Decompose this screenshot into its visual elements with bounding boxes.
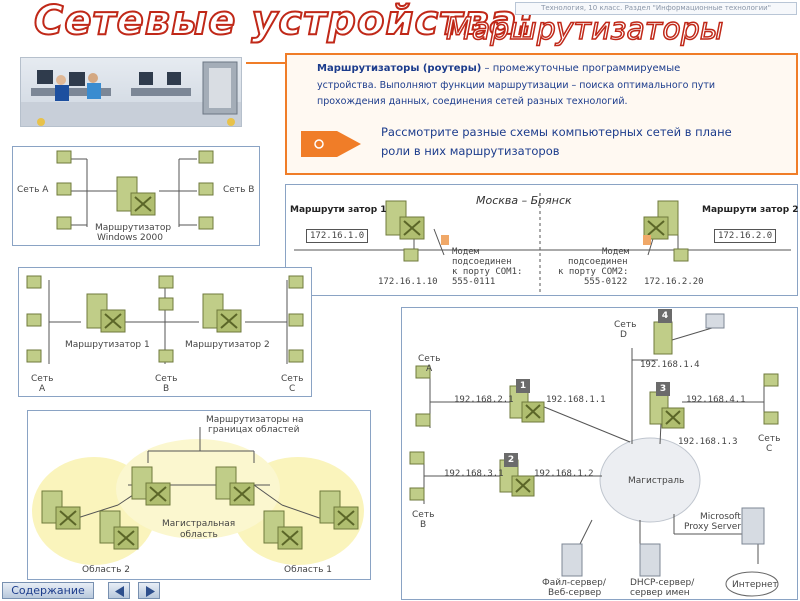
contents-button-label: Содержание xyxy=(11,584,85,597)
ip-1-1: 192.168.1.1 xyxy=(546,395,606,405)
orange-divider xyxy=(246,62,286,64)
net-d-label-1: Сеть xyxy=(614,320,636,330)
net-c-label-2: C xyxy=(289,384,295,394)
diagram-backbone: Сеть D Сеть А Сеть В Сеть С 192.168.2.1 … xyxy=(401,307,798,600)
modem1-l2: подсоединен xyxy=(452,257,512,267)
info-text1: – промежуточные программируемые xyxy=(481,63,680,74)
router-label-2: Windows 2000 xyxy=(97,233,163,243)
net-d-label-2: D xyxy=(620,330,627,340)
net-c-label-2: С xyxy=(766,444,772,454)
info-heading: Маршрутизаторы (роутеры) xyxy=(317,63,481,74)
diagram5-shapes xyxy=(402,308,799,601)
modem2-l2: подсоединен xyxy=(568,257,628,267)
net-b-label-2: В xyxy=(420,520,426,530)
net-a-label-1: Сеть xyxy=(418,354,440,364)
net-a-label-2: А xyxy=(426,364,432,374)
host1-ip: 172.16.1.10 xyxy=(378,277,438,287)
modem1-l3: к порту COM1: xyxy=(452,267,522,277)
proxy-label-1: Microsoft xyxy=(700,512,741,522)
net-a-label: Сеть А xyxy=(17,185,48,195)
call-line1: Рассмотрите разные схемы компьютерных се… xyxy=(381,126,732,139)
ip-3-1: 192.168.3.1 xyxy=(444,469,504,479)
ip-1-3: 192.168.1.3 xyxy=(678,437,738,447)
diagram-areas: Маршрутизаторы на границах областей Маги… xyxy=(27,410,371,580)
dhcp-label-1: DHCP-сервер/ xyxy=(630,578,694,588)
area-routers-label-2: границах областей xyxy=(208,425,299,435)
modem2-l3: к порту COM2: xyxy=(558,267,628,277)
contents-button[interactable]: Содержание xyxy=(2,582,94,599)
call-line2: роли в них маршрутизаторов xyxy=(381,145,560,158)
router-badge-4: 4 xyxy=(658,309,672,323)
router-label-1: Маршрутизатор xyxy=(95,223,171,233)
router1-label: Маршрутизатор 1 xyxy=(65,340,150,350)
right-arrow-icon xyxy=(139,583,161,600)
router-badge-3: 3 xyxy=(656,382,670,396)
modem1-l1: Модем xyxy=(452,247,479,257)
ip-1-2: 192.168.1.2 xyxy=(534,469,594,479)
diagram-router-windows: Сеть А Сеть B Маршрутизатор Windows 2000 xyxy=(12,146,260,246)
left-arrow-icon xyxy=(109,583,131,600)
net-c-label-1: Сеть xyxy=(281,374,303,384)
modem2-l1: Модем xyxy=(602,247,629,257)
net-b-label-1: Сеть xyxy=(412,510,434,520)
modem1-l4: 555-0111 xyxy=(452,277,495,287)
router2-label: Маршрути затор 2 xyxy=(702,205,799,215)
diagram-modems: Москва – Брянск Маршрути затор 1 Маршрут… xyxy=(285,184,798,296)
router-badge-1: 1 xyxy=(516,379,530,393)
diagram4-shapes xyxy=(28,411,372,581)
city-label: Москва – Брянск xyxy=(476,195,572,208)
net-a-label-1: Сеть xyxy=(31,374,53,384)
backbone-label-1: Магистральная xyxy=(162,519,235,529)
ip2-box: 172.16.2.0 xyxy=(714,229,776,243)
ip-2-1: 192.168.2.1 xyxy=(454,395,514,405)
backbone-label: Магистраль xyxy=(628,476,684,486)
ip-1-4: 192.168.1.4 xyxy=(640,360,700,370)
ip-4-1: 192.168.4.1 xyxy=(686,395,746,405)
net-a-label-2: А xyxy=(39,384,45,394)
dhcp-label-2: сервер имен xyxy=(630,588,690,598)
prev-button[interactable] xyxy=(108,582,130,599)
router1-label: Маршрути затор 1 xyxy=(290,205,387,215)
net-b-label: Сеть B xyxy=(223,185,254,195)
fileserver-label-2: Веб-сервер xyxy=(548,588,601,598)
info-line1: Маршрутизаторы (роутеры) – промежуточные… xyxy=(317,63,680,75)
internet-label: Интернет xyxy=(732,580,778,590)
area1-label: Область 1 xyxy=(284,565,332,575)
proxy-label-2: Proxy Server xyxy=(684,522,741,532)
router2-label: Маршрутизатор 2 xyxy=(185,340,270,350)
info-box: Маршрутизаторы (роутеры) – промежуточные… xyxy=(285,53,798,175)
area-routers-label-1: Маршрутизаторы на xyxy=(206,415,304,425)
arrow-icon[interactable] xyxy=(301,131,361,157)
course-label: Технология, 10 класс. Раздел "Информацио… xyxy=(515,2,797,15)
info-text3: прохождения данных, соединения сетей раз… xyxy=(317,97,628,108)
net-b-label-2: B xyxy=(163,384,169,394)
info-text2: устройства. Выполняют функции маршрутиза… xyxy=(317,81,715,92)
fileserver-label-1: Файл-сервер/ xyxy=(542,578,606,588)
host2-ip: 172.16.2.20 xyxy=(644,277,704,287)
router-badge-2: 2 xyxy=(504,453,518,467)
net-c-label-1: Сеть xyxy=(758,434,780,444)
backbone-label-2: область xyxy=(180,530,218,540)
ip1-box: 172.16.1.0 xyxy=(306,229,368,243)
area2-label: Область 2 xyxy=(82,565,130,575)
page-subtitle: Маршрутизаторы xyxy=(446,12,723,47)
net-b-label-1: Сеть xyxy=(155,374,177,384)
diagram-two-routers: Маршрутизатор 1 Маршрутизатор 2 Сеть А С… xyxy=(18,267,312,397)
office-illustration xyxy=(20,57,242,127)
title-bar: Сетевые устройства: Маршрутизаторы Техно… xyxy=(0,0,800,50)
modem2-l4: 555-0122 xyxy=(584,277,627,287)
next-button[interactable] xyxy=(138,582,160,599)
